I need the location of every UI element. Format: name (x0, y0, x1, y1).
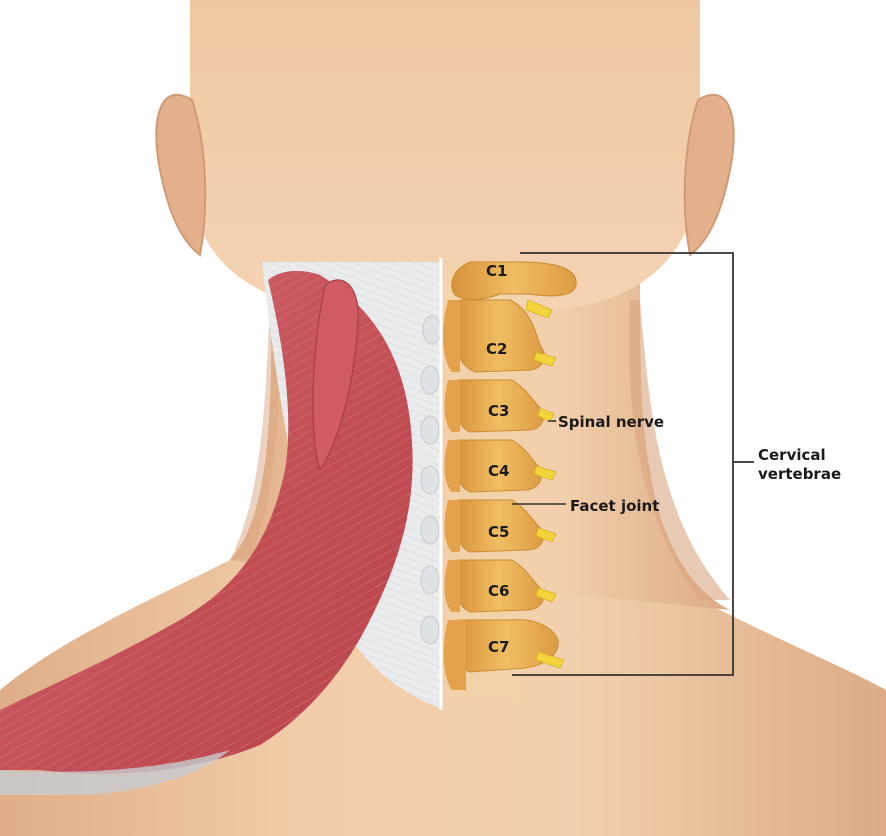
vertebra-label-c1: C1 (486, 262, 507, 280)
vertebra-label-c7: C7 (488, 638, 509, 656)
spinal-nerve-label: Spinal nerve (558, 413, 664, 432)
vertebra-label-c6: C6 (488, 582, 509, 600)
cervical-label-line1: Cervical (758, 446, 841, 465)
facet-joint-label: Facet joint (570, 497, 659, 516)
vertebra-label-c4: C4 (488, 462, 509, 480)
left-ear (156, 95, 205, 255)
vertebra-label-c2: C2 (486, 340, 507, 358)
right-ear (685, 95, 734, 255)
vertebra-label-c5: C5 (488, 523, 509, 541)
vertebra-label-c3: C3 (488, 402, 509, 420)
cervical-label-line2: vertebrae (758, 465, 841, 484)
cervical-vertebrae-label: Cervical vertebrae (758, 446, 841, 484)
